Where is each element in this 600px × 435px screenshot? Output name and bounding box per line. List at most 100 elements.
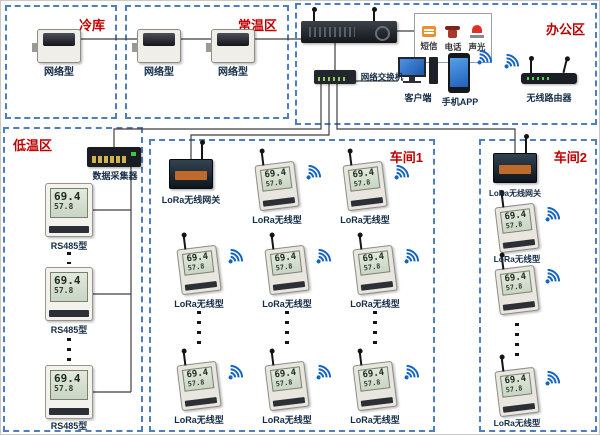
antenna-icon [523,134,529,154]
network-switch [314,70,356,84]
device-label: RS485型 [50,241,88,251]
monitor-base [403,81,421,83]
alarm-item: 声光 [468,25,486,53]
device-label: 网络型 [144,67,174,78]
device-label: LoRa无线型 [262,299,312,309]
zone-workshop-1: 车间1 [149,139,435,432]
zone-low-temp: 低温区 [3,127,143,432]
zone-title: 低温区 [13,138,53,153]
button-strip [49,310,89,317]
zone-workshop-2: 车间2 [479,139,597,432]
button-strip [502,300,536,311]
device-label: LoRa无线型 [174,415,224,425]
wire-switch-gateway2 [336,84,516,153]
alarm-item: 短信 [420,26,438,52]
client-pc [398,57,438,91]
device-label: LoRa无线型 [493,418,541,428]
device-label: LoRa无线型 [350,299,400,309]
lcd-humidity: 57.8 [505,282,523,293]
more-items-dots [67,252,71,264]
lcd-temp: 69.4 [54,190,81,203]
button-strip [360,396,394,407]
device-label: LoRa无线型 [350,415,400,425]
more-items-dots [373,311,377,348]
zone-cold-storage: 冷库 [5,5,117,119]
device-label: LoRa无线型 [493,254,541,264]
network-sensor [206,29,255,63]
network-sensor [32,29,81,63]
lora-gateway [493,134,537,183]
button-strip [360,280,394,291]
button-strip [262,196,296,207]
data-collector [87,147,141,167]
lcd-temp: 69.4 [54,372,81,385]
wire-switch-collector [113,84,322,147]
monitor-screen [398,57,426,77]
lcd-humidity: 57.8 [275,262,293,273]
lora-gateway [169,140,213,189]
device-label: LoRa无线网关 [489,189,541,198]
button-strip [502,238,536,249]
lcd-humidity: 57.8 [505,220,523,231]
button-strip [49,226,89,233]
alarm-light-icon [469,25,484,38]
lcd-humidity: 57.8 [187,378,205,389]
antenna-icon [528,56,534,73]
device-label: 网络型 [44,67,74,78]
more-items-dots [285,311,289,348]
lcd-humidity: 57.8 [265,178,283,189]
wireless-router [521,56,577,84]
zone-title: 办公区 [545,22,585,37]
zone-title: 车间2 [553,150,587,165]
device-label: LoRa无线型 [262,415,312,425]
antenna-icon [199,140,205,160]
wire-collector-bus [93,167,132,393]
telephone-icon [445,25,461,38]
device-label: 客户端 [404,93,432,103]
lcd-temp: 69.4 [54,274,81,287]
button-strip [184,396,218,407]
device-label: LoRa无线型 [252,215,302,225]
lcd-humidity: 57.8 [363,262,381,273]
button-strip [502,402,536,413]
lcd-humidity: 57.8 [363,378,381,389]
button-strip [272,396,306,407]
pc-tower [429,57,438,84]
more-items-dots [67,338,71,361]
button-strip [272,280,306,291]
alarm-label: 声光 [468,42,486,52]
device-label: LoRa无线型 [340,215,390,225]
zone-title: 冷库 [78,18,105,33]
button-strip [350,196,384,207]
monitoring-host [301,7,397,43]
antenna-icon [311,7,317,21]
device-label: 手机APP [441,97,479,107]
monitor-stand [409,77,415,81]
alarm-label: 短信 [420,41,438,51]
device-label: 数据采集器 [92,171,138,181]
lcd-humidity: 57.8 [54,384,74,393]
